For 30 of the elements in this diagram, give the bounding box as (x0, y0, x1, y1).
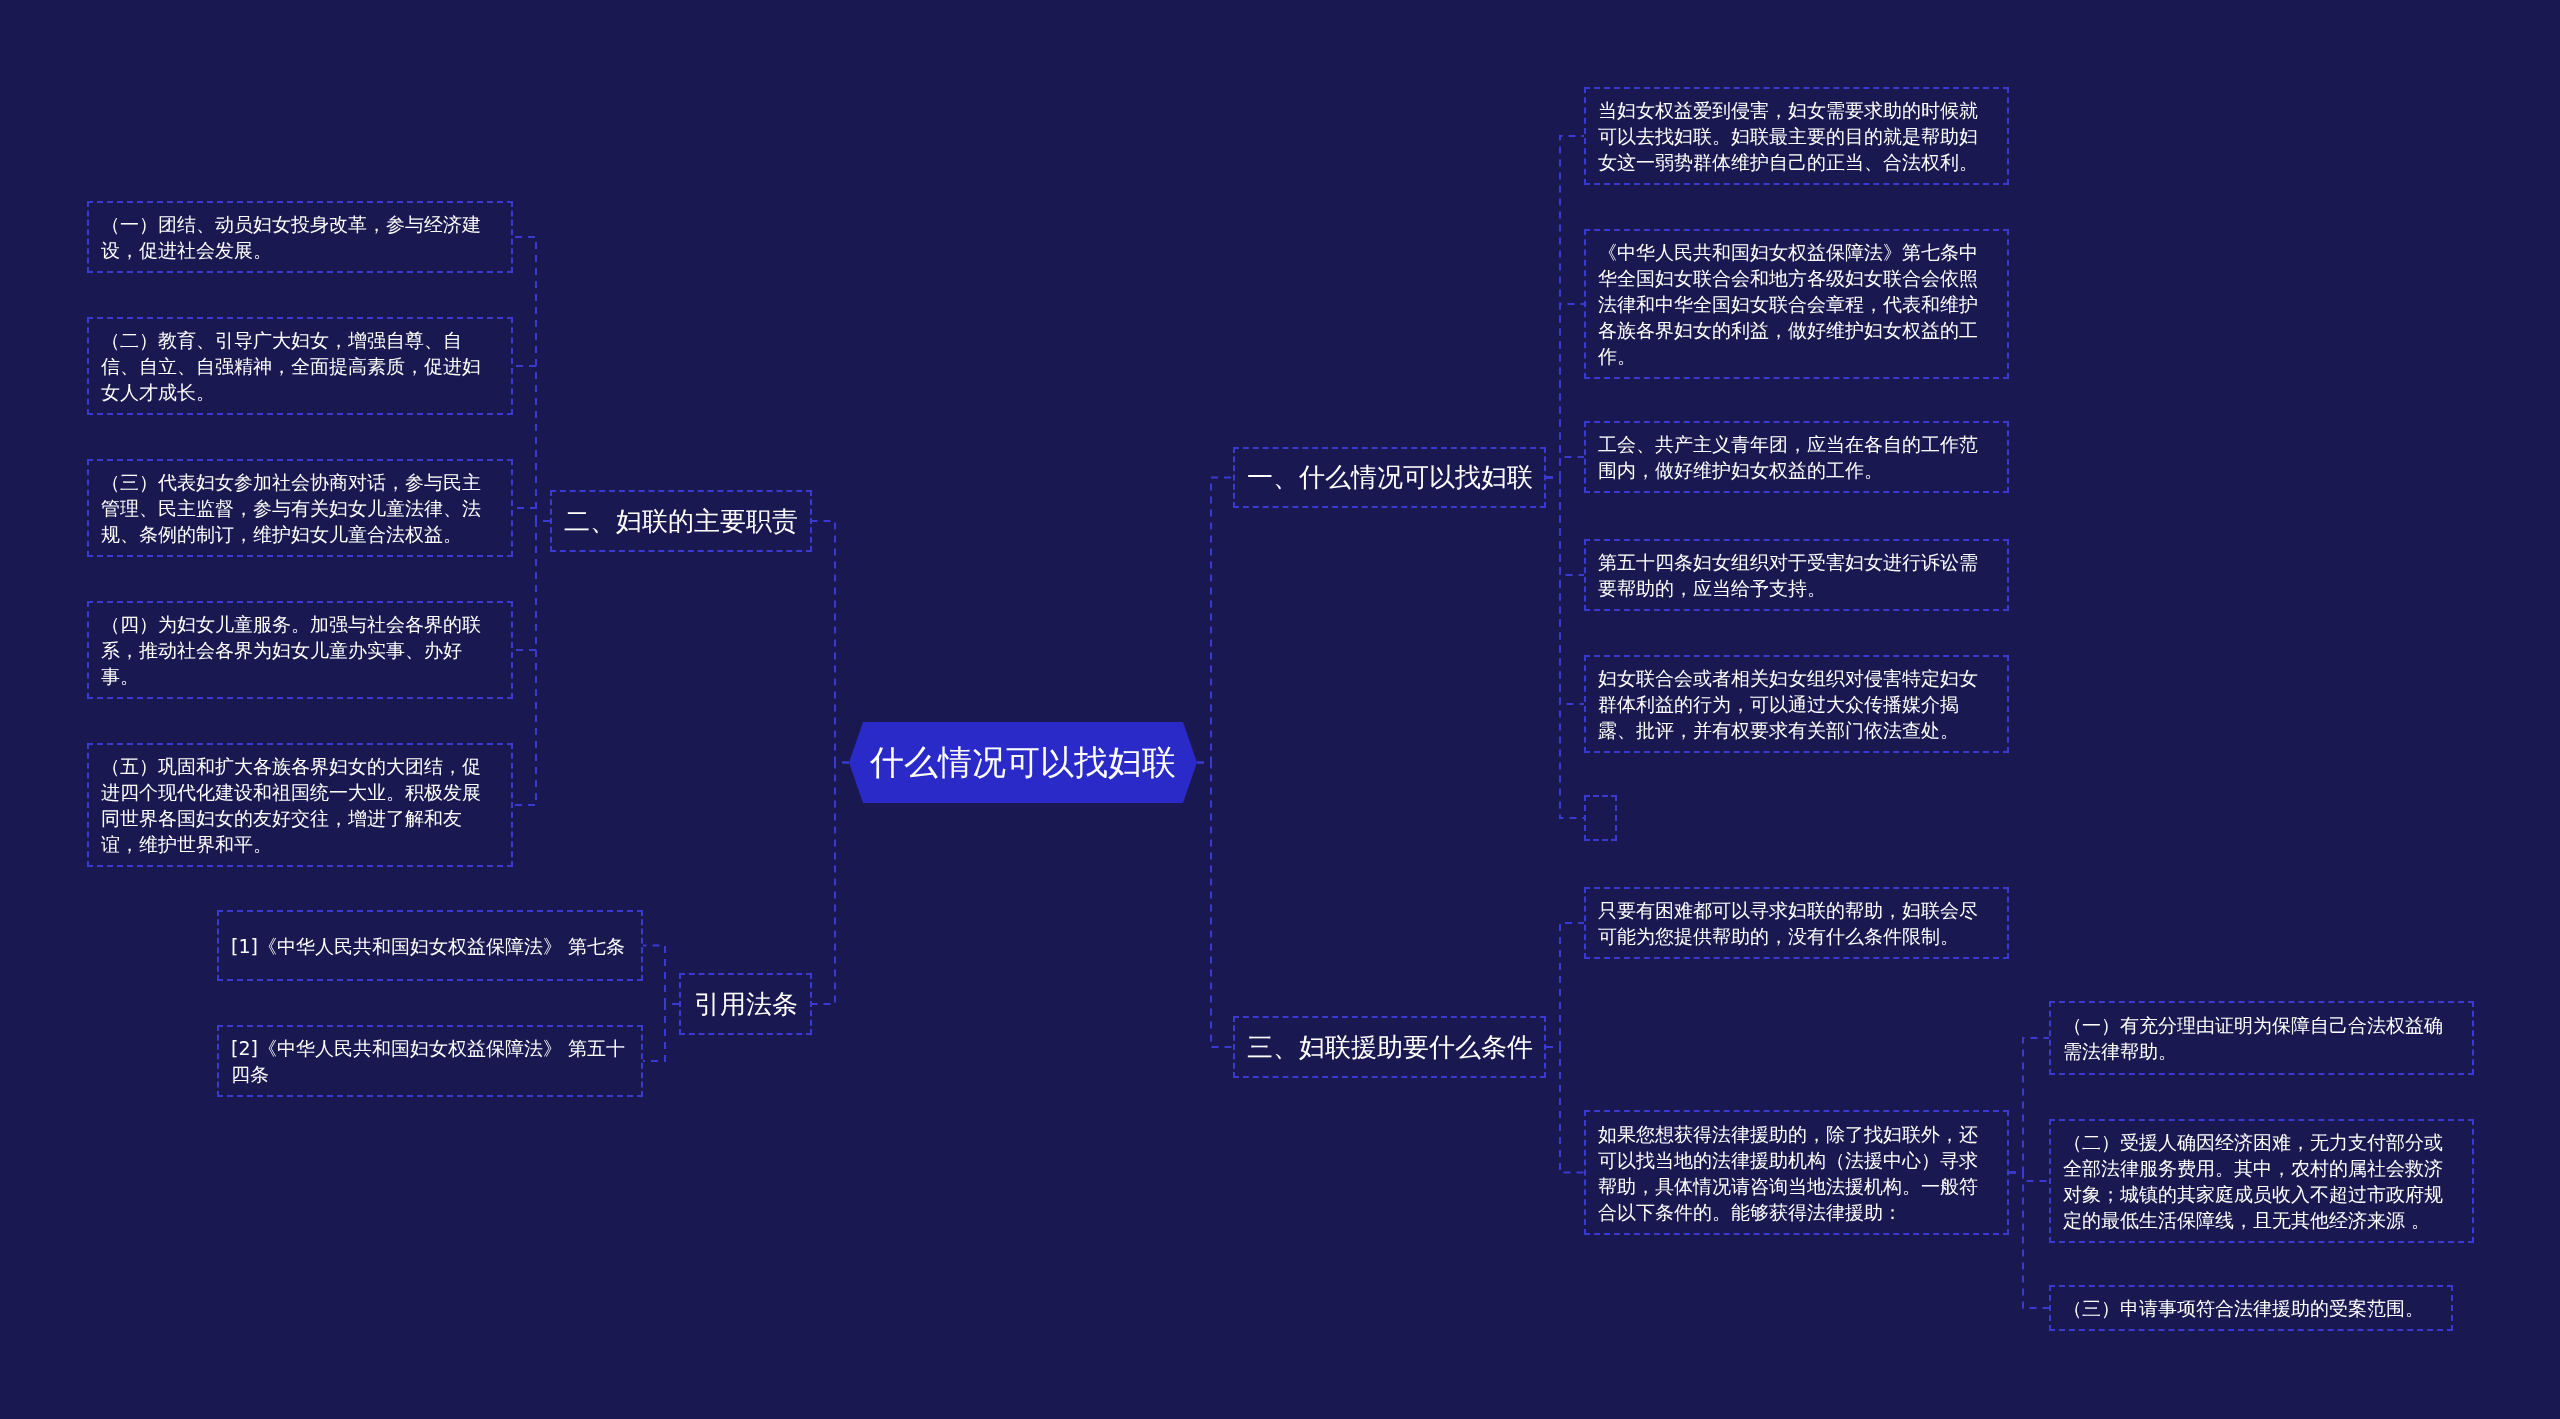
text-box: 如果您想获得法律援助的，除了找妇联外，还可以找当地的法律援助机构（法援中心）寻求帮助，具体情况请咨询当地法援机构。一般符合以下条件的。能够获得法律援助： (1584, 1110, 2009, 1235)
empty-box (1584, 795, 1617, 841)
connector-line (2008, 1171, 2050, 1309)
connector-line (512, 520, 551, 806)
text-box: [1]《中华人民共和国妇女权益保障法》 第七条 (217, 910, 643, 981)
connector-line (642, 1003, 680, 1062)
text-box: [2]《中华人民共和国妇女权益保障法》 第五十四条 (217, 1025, 643, 1097)
text-box: （三）申请事项符合法律援助的受案范围。 (2049, 1285, 2453, 1331)
connector-line (1545, 476, 1585, 819)
text-box: （三）代表妇女参加社会协商对话，参与民主管理、民主监督，参与有关妇女儿童法律、法规、条例的制订，维护妇女儿童合法权益。 (87, 459, 513, 557)
connector-line (811, 761, 850, 1005)
text-box: 工会、共产主义青年团，应当在各自的工作范围内，做好维护妇女权益的工作。 (1584, 421, 2009, 493)
text-box: 当妇女权益爱到侵害，妇女需要求助的时候就可以去找妇联。妇联最主要的目的就是帮助妇女这一弱势群体维护自己的正当、合法权利。 (1584, 87, 2009, 185)
text-box: （五）巩固和扩大各族各界妇女的大团结，促进四个现代化建设和祖国统一大业。积极发展同世界各国妇女的友好交往，增进了解和友谊，维护世界和平。 (87, 743, 513, 867)
text-box: 第五十四条妇女组织对于受害妇女进行诉讼需要帮助的，应当给予支持。 (1584, 539, 2009, 611)
connector-line (1196, 761, 1234, 1048)
text-box: （二）教育、引导广大妇女，增强自尊、自信、自立、自强精神，全面提高素质，促进妇女人才成长。 (87, 317, 513, 415)
text-box: 只要有困难都可以寻求妇联的帮助，妇联会尽可能为您提供帮助的，没有什么条件限制。 (1584, 887, 2009, 959)
topic-box: 二、妇联的主要职责 (550, 490, 812, 552)
text-box: （四）为妇女儿童服务。加强与社会各界的联系，推动社会各界为妇女儿童办实事、办好事。 (87, 601, 513, 699)
text-box: 妇女联合会或者相关妇女组织对侵害特定妇女群体利益的行为，可以通过大众传播媒介揭露、批评，并有权要求有关部门依法查处。 (1584, 655, 2009, 753)
topic-box: 三、妇联援助要什么条件 (1233, 1016, 1546, 1078)
text-box: （二）受援人确因经济困难，无力支付部分或全部法律服务费用。其中，农村的属社会救济对象；城镇的其家庭成员收入不超过市政府规定的最低生活保障线，且无其他经济来源 。 (2049, 1119, 2474, 1243)
text-box: （一）有充分理由证明为保障自己合法权益确需法律帮助。 (2049, 1001, 2474, 1075)
connector-line (1545, 1046, 1585, 1174)
topic-box: 引用法条 (679, 973, 812, 1035)
central-topic: 什么情况可以找妇联 (849, 722, 1197, 803)
topic-box: 一、什么情况可以找妇联 (1233, 447, 1546, 508)
text-box: （一）团结、动员妇女投身改革，参与经济建设，促进社会发展。 (87, 201, 513, 273)
text-box: 《中华人民共和国妇女权益保障法》第七条中华全国妇女联合会和地方各级妇女联合会依照法律和中华全国妇女联合会章程，代表和维护各族各界妇女的利益，做好维护妇女权益的工作。 (1584, 229, 2009, 379)
